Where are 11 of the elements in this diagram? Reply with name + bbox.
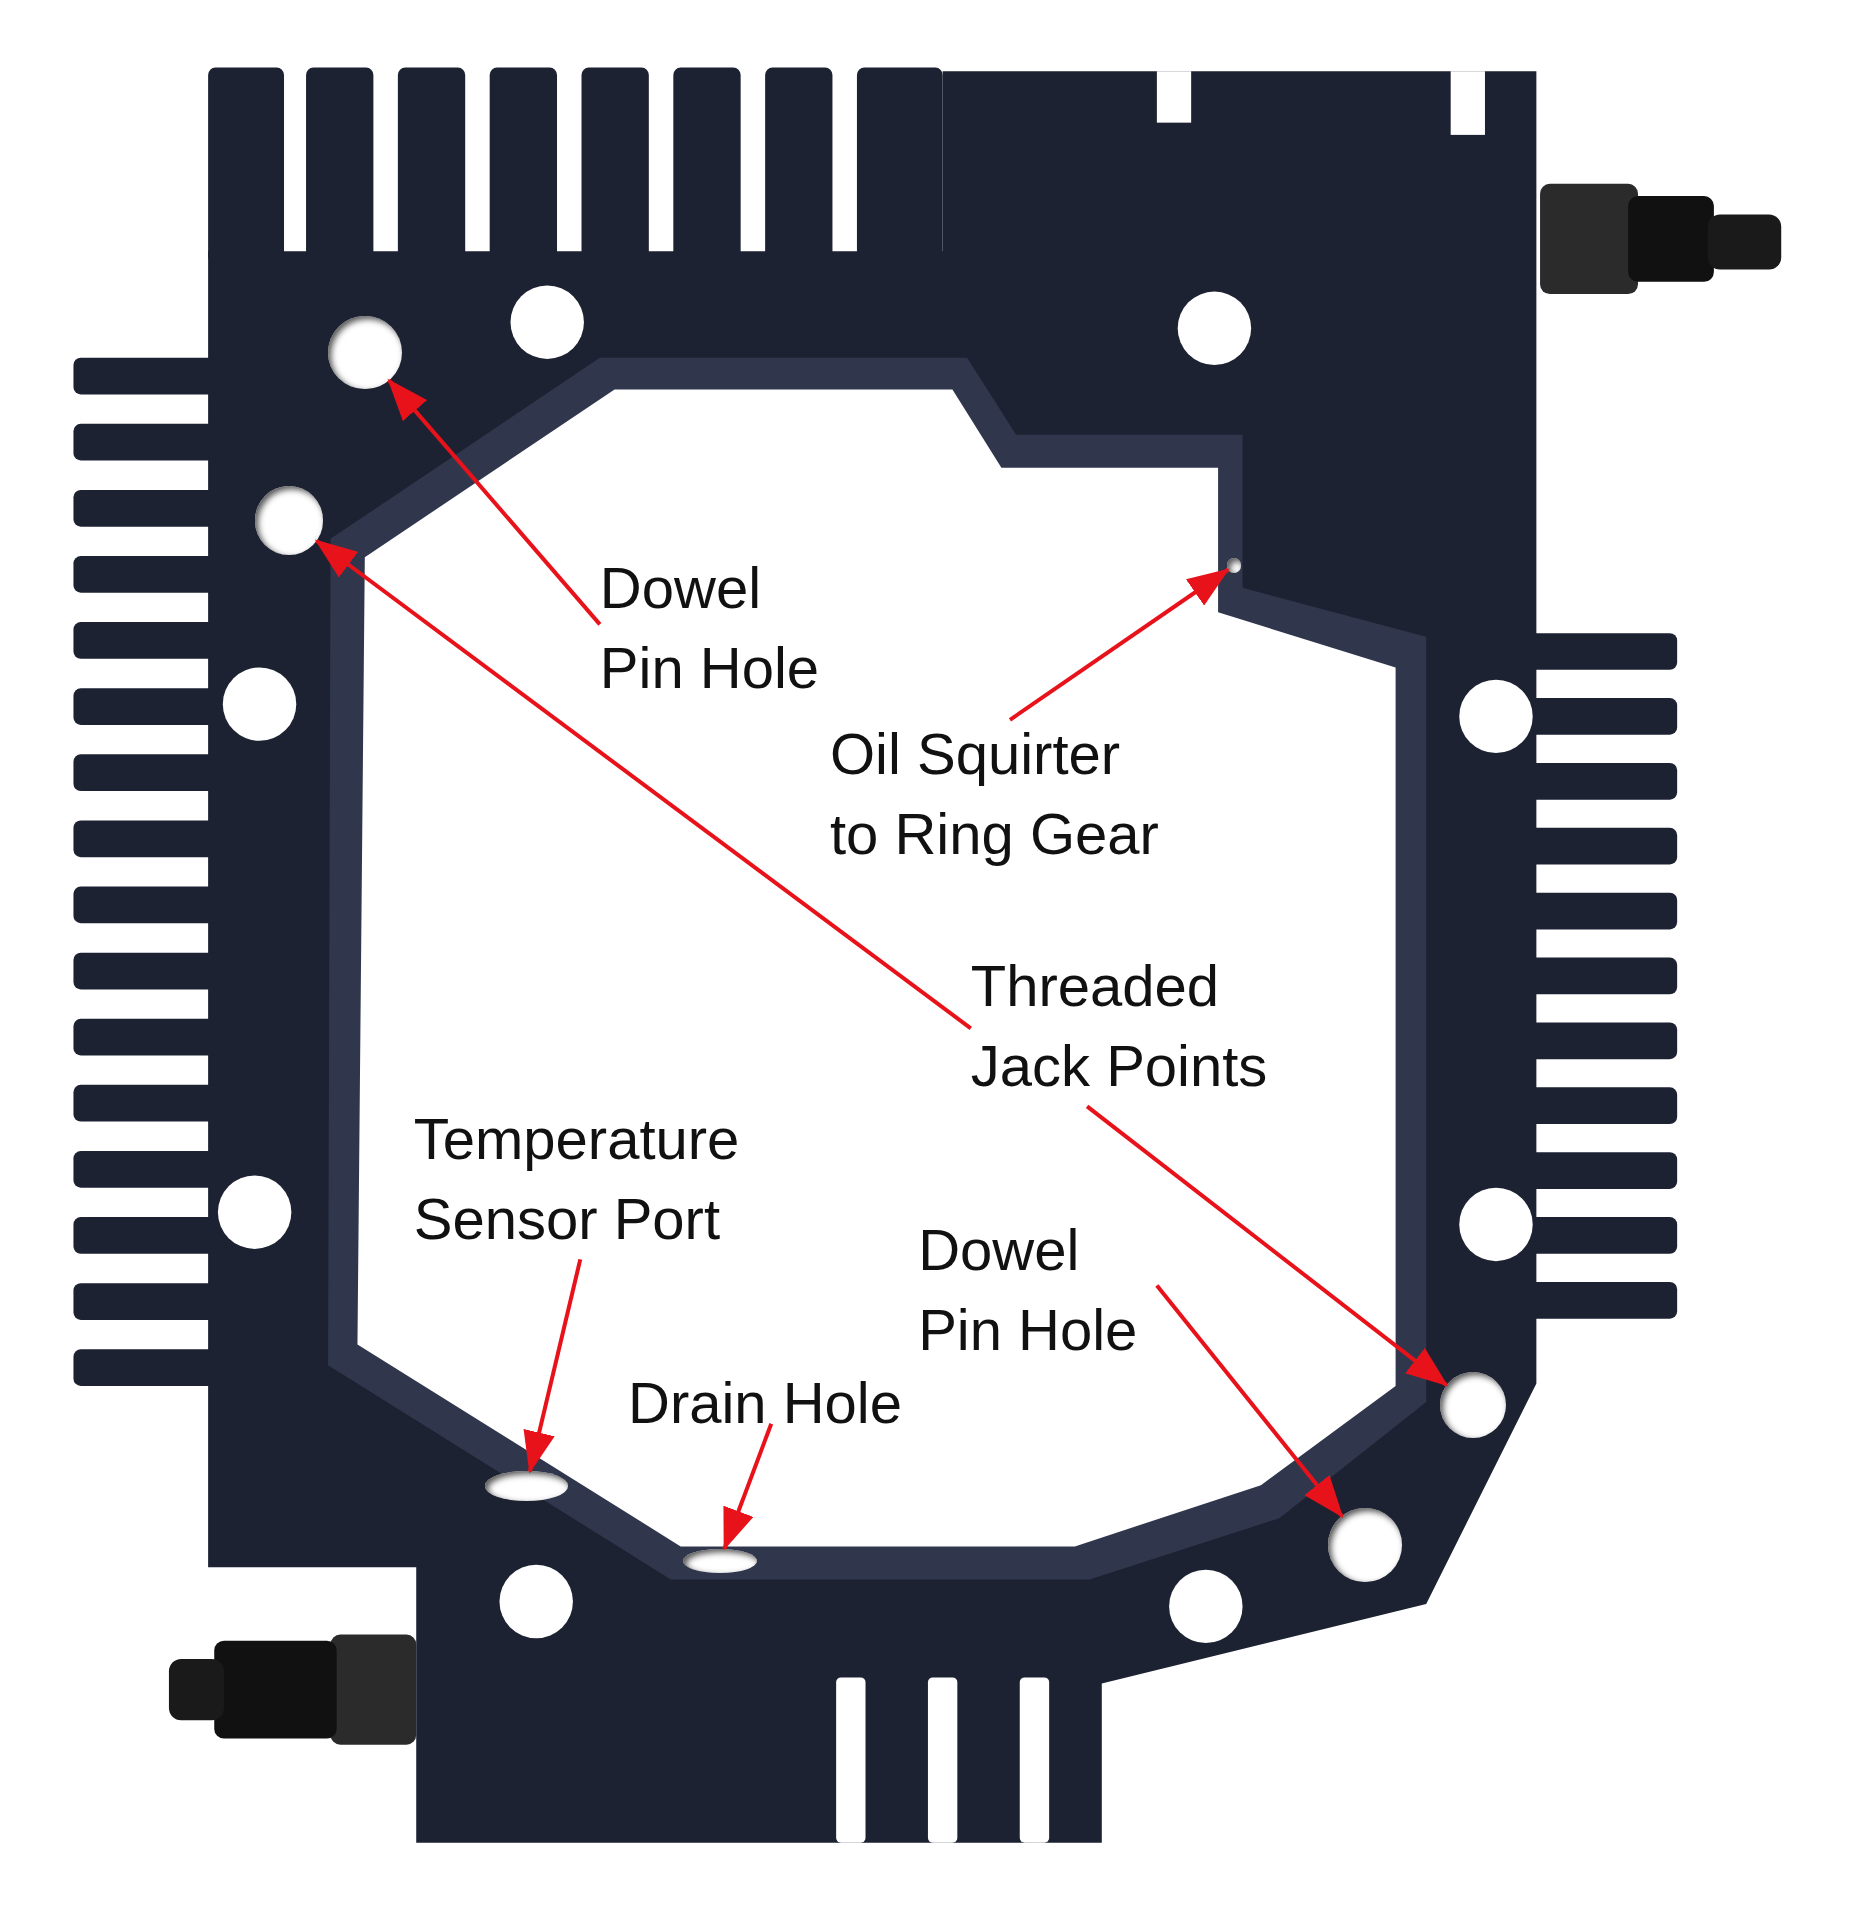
arrow — [1085, 1104, 1449, 1387]
callout-label: Dowel Pin Hole — [599, 548, 845, 709]
arrow — [314, 539, 972, 1030]
callout-label: Threaded Jack Points — [970, 946, 1302, 1107]
callout-label: Temperature Sensor Port — [413, 1099, 794, 1260]
arrow — [1155, 1284, 1344, 1518]
callout-label: Oil Squirter to Ring Gear — [830, 713, 1179, 874]
arrow — [387, 378, 602, 626]
arrow — [523, 1258, 583, 1474]
arrow — [1008, 568, 1230, 722]
arrow — [722, 1423, 774, 1551]
